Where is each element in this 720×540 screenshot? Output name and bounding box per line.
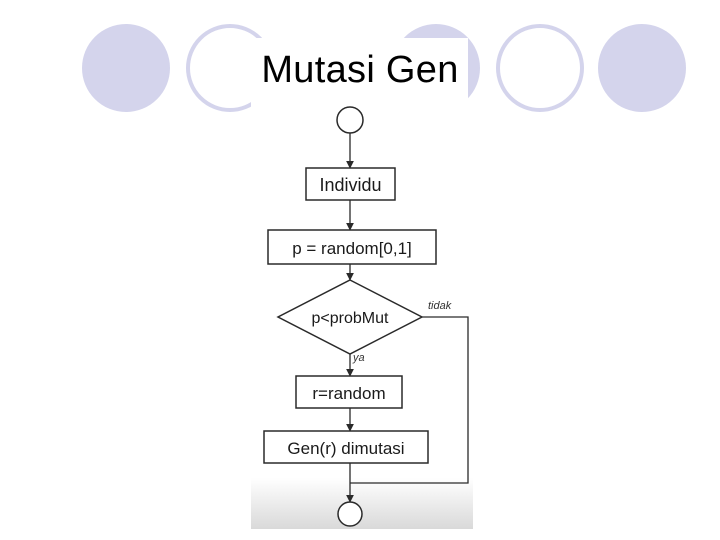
start-node (336, 106, 364, 134)
end-node (337, 501, 363, 527)
flowchart: Individu p = random[0,1] p<probMut tidak… (251, 106, 473, 529)
bottom-shade (251, 478, 473, 529)
process-individu-label: Individu (319, 175, 381, 195)
flowchart-image: Individu p = random[0,1] p<probMut tidak… (251, 100, 473, 529)
process-mutate (263, 430, 429, 464)
branch-yes-label: ya (352, 352, 365, 364)
title-area: Mutasi Gen (252, 38, 468, 102)
branch-no-label: tidak (428, 300, 452, 312)
process-mutate-label: Gen(r) dimutasi (287, 439, 404, 458)
process-random-r (295, 375, 403, 409)
connector-no-branch (350, 316, 469, 484)
decision-probmut-label: p<probMut (312, 310, 389, 327)
decor-circle-1 (82, 24, 170, 112)
process-random-p-label: p = random[0,1] (292, 239, 412, 258)
slide-title: Mutasi Gen (261, 48, 459, 91)
decor-ring-2 (496, 24, 584, 112)
process-random-p (267, 229, 437, 265)
decor-circle-3 (598, 24, 686, 112)
process-random-r-label: r=random (312, 384, 385, 403)
